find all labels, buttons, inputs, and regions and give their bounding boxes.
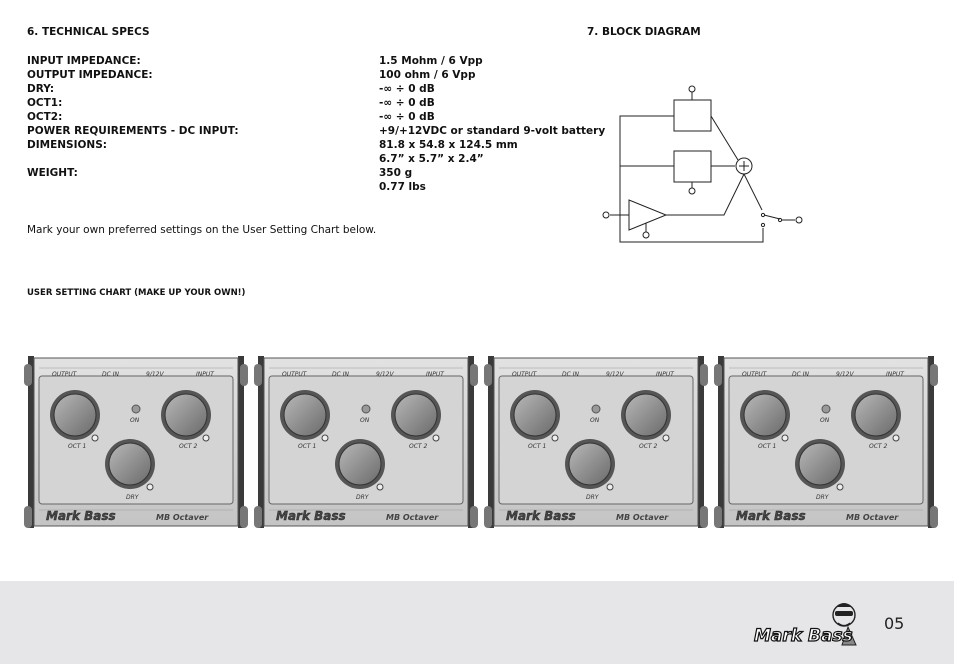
model-name: MB Octaver [156, 513, 209, 522]
pedal-illustration: OUTPUT DC IN 9/12V INPUT ON OCT 1 OCT 2 … [23, 355, 249, 529]
lower-octave-block [673, 150, 712, 183]
pedal-setting-chart-3[interactable]: OUTPUT DC IN 9/12V INPUT ON OCT 1 OCT 2 … [483, 354, 709, 530]
upper-octave-block [673, 99, 712, 132]
dc-voltage-label: 9/12V [146, 371, 164, 378]
pedal-illustration: OUTPUT DC IN 9/12V INPUT ON OCT 1 OCT 2 … [713, 355, 939, 529]
input-label: INPUT [886, 371, 905, 378]
spec-label: OCT2: [27, 111, 63, 123]
sunglasses-icon [835, 611, 853, 616]
pedal-setting-chart-4[interactable]: OUTPUT DC IN 9/12V INPUT ON OCT 1 OCT 2 … [713, 354, 939, 530]
oct2-label: OCT 2 [639, 443, 657, 450]
switch-contact [760, 222, 766, 228]
spec-label: DIMENSIONS: [27, 139, 107, 151]
logo-text: Mark Bass [754, 626, 853, 646]
oct2-label: OCT 2 [179, 443, 197, 450]
oct2-label: OCT 2 [869, 443, 887, 450]
page-footer: Mark Bass [0, 581, 954, 664]
specs-heading: 6. TECHNICAL SPECS [27, 26, 150, 38]
input-node [602, 211, 610, 219]
spec-value: -∞ ÷ 0 dB [379, 83, 435, 95]
block-diagram-heading: 7. BLOCK DIAGRAM [587, 26, 701, 38]
oct1-label: OCT 1 [68, 443, 86, 450]
page-number: 05 [884, 614, 905, 633]
dc-in-label: DC IN [792, 371, 809, 378]
dc-voltage-label: 9/12V [376, 371, 394, 378]
input-label: INPUT [656, 371, 675, 378]
model-name: MB Octaver [846, 513, 899, 522]
output-label: OUTPUT [742, 371, 768, 378]
spec-label: POWER REQUIREMENTS - DC INPUT: [27, 125, 239, 137]
brand-logo: Mark Bass [506, 509, 576, 523]
oct1-label: OCT 1 [298, 443, 316, 450]
spec-value: 0.77 lbs [379, 181, 426, 193]
oct2-label: OCT 2 [409, 443, 427, 450]
spec-label: OCT1: [27, 97, 63, 109]
on-label: ON [820, 417, 830, 424]
dc-in-label: DC IN [332, 371, 349, 378]
settings-note: Mark your own preferred settings on the … [27, 224, 377, 236]
on-label: ON [130, 417, 140, 424]
spec-label: DRY: [27, 83, 55, 95]
dry-label: DRY [586, 494, 600, 501]
amp-control-node [642, 231, 650, 239]
output-node [795, 216, 803, 224]
output-label: OUTPUT [282, 371, 308, 378]
oct1-label: OCT 1 [758, 443, 776, 450]
pedal-illustration: OUTPUT DC IN 9/12V INPUT ON OCT 1 OCT 2 … [483, 355, 709, 529]
dry-label: DRY [126, 494, 140, 501]
dry-label: DRY [816, 494, 830, 501]
spec-value: 350 g [379, 167, 413, 179]
brand-logo: Mark Bass [46, 509, 116, 523]
dc-in-label: DC IN [102, 371, 119, 378]
spec-label: INPUT IMPEDANCE: [27, 55, 141, 67]
output-label: OUTPUT [512, 371, 538, 378]
model-name: MB Octaver [616, 513, 669, 522]
input-label: INPUT [196, 371, 215, 378]
user-setting-chart-title: USER SETTING CHART (MAKE UP YOUR OWN!) [27, 288, 246, 298]
input-label: INPUT [426, 371, 445, 378]
spec-value: 6.7” x 5.7” x 2.4” [379, 153, 484, 165]
upper-block-control-node [688, 85, 696, 93]
spec-value: 1.5 Mohm / 6 Vpp [379, 55, 483, 67]
dc-voltage-label: 9/12V [836, 371, 854, 378]
output-label: OUTPUT [52, 371, 78, 378]
mark-bass-logo: Mark Bass [753, 603, 857, 647]
oct1-label: OCT 1 [528, 443, 546, 450]
spec-label: WEIGHT: [27, 167, 78, 179]
spec-value: 100 ohm / 6 Vpp [379, 69, 476, 81]
dry-label: DRY [356, 494, 370, 501]
brand-logo: Mark Bass [736, 509, 806, 523]
dc-voltage-label: 9/12V [606, 371, 624, 378]
pedal-illustration: OUTPUT DC IN 9/12V INPUT ON OCT 1 OCT 2 … [253, 355, 479, 529]
brand-logo: Mark Bass [276, 509, 346, 523]
lower-block-control-node [688, 187, 696, 195]
block-diagram [602, 85, 803, 243]
spec-label: OUTPUT IMPEDANCE: [27, 69, 153, 81]
on-label: ON [590, 417, 600, 424]
model-name: MB Octaver [386, 513, 439, 522]
pedal-setting-chart-1[interactable]: OUTPUT DC IN 9/12V INPUT ON OCT 1 OCT 2 … [23, 354, 249, 530]
spec-value: -∞ ÷ 0 dB [379, 111, 435, 123]
spec-value: -∞ ÷ 0 dB [379, 97, 435, 109]
on-label: ON [360, 417, 370, 424]
spec-value: 81.8 x 54.8 x 124.5 mm [379, 139, 518, 151]
dc-in-label: DC IN [562, 371, 579, 378]
spec-value: +9/+12VDC or standard 9-volt battery [379, 125, 606, 137]
input-buffer-amp [628, 199, 668, 231]
pedal-setting-chart-2[interactable]: OUTPUT DC IN 9/12V INPUT ON OCT 1 OCT 2 … [253, 354, 479, 530]
